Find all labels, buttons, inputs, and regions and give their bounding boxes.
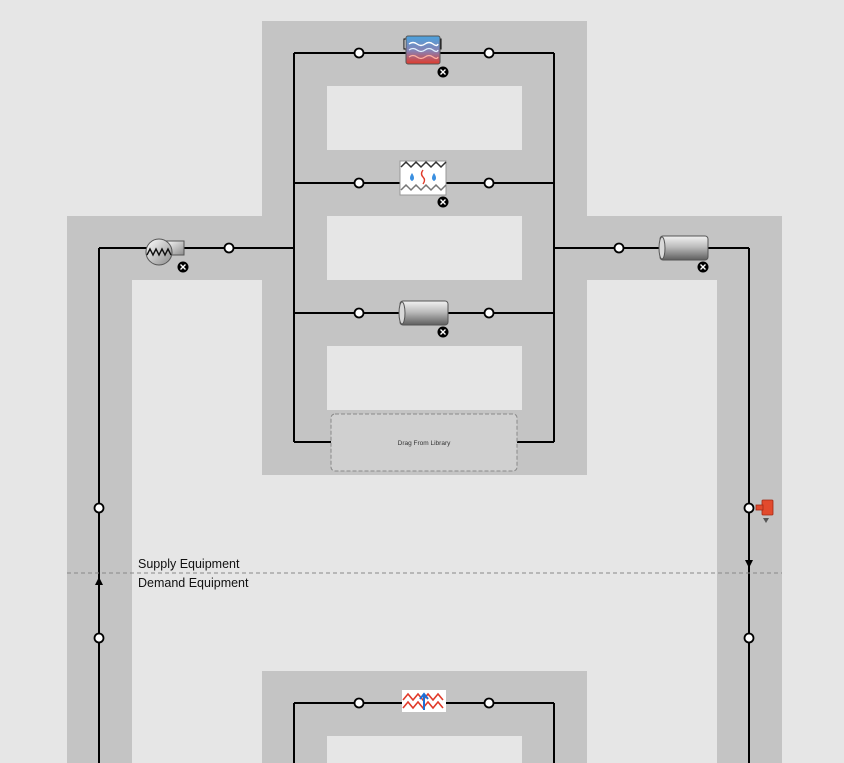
heating-coil-icon[interactable]	[402, 690, 446, 712]
node[interactable]	[613, 242, 625, 254]
pipe-outlet-icon[interactable]	[658, 235, 709, 261]
node[interactable]	[743, 502, 755, 514]
pipe-icon[interactable]	[398, 300, 449, 326]
remove-pump-icon[interactable]	[177, 261, 189, 273]
nodes	[93, 47, 755, 709]
flow-down-arrow-icon	[745, 560, 753, 568]
setpoint-manager-icon[interactable]	[755, 499, 774, 523]
node[interactable]	[353, 47, 365, 59]
branch-gaps	[327, 86, 522, 763]
node[interactable]	[93, 632, 105, 644]
node[interactable]	[93, 502, 105, 514]
drag-from-library-dropzone[interactable]: Drag From Library	[330, 413, 518, 472]
node[interactable]	[743, 632, 755, 644]
humidifier-icon[interactable]	[399, 160, 447, 196]
dropzone-label: Drag From Library	[398, 440, 451, 447]
node[interactable]	[483, 697, 495, 709]
demand-equipment-label: Demand Equipment	[138, 576, 249, 590]
remove-boiler-icon[interactable]	[437, 66, 449, 78]
flow-up-arrow-icon	[95, 577, 103, 585]
node[interactable]	[483, 307, 495, 319]
boiler-icon[interactable]	[403, 35, 442, 65]
node[interactable]	[223, 242, 235, 254]
remove-humidifier-icon[interactable]	[437, 196, 449, 208]
node[interactable]	[483, 47, 495, 59]
remove-pipe-outlet-icon[interactable]	[697, 261, 709, 273]
supply-equipment-label: Supply Equipment	[138, 557, 240, 571]
node[interactable]	[353, 177, 365, 189]
remove-pipe-icon[interactable]	[437, 326, 449, 338]
pump-icon[interactable]	[145, 238, 185, 266]
node[interactable]	[353, 697, 365, 709]
node[interactable]	[483, 177, 495, 189]
node[interactable]	[353, 307, 365, 319]
